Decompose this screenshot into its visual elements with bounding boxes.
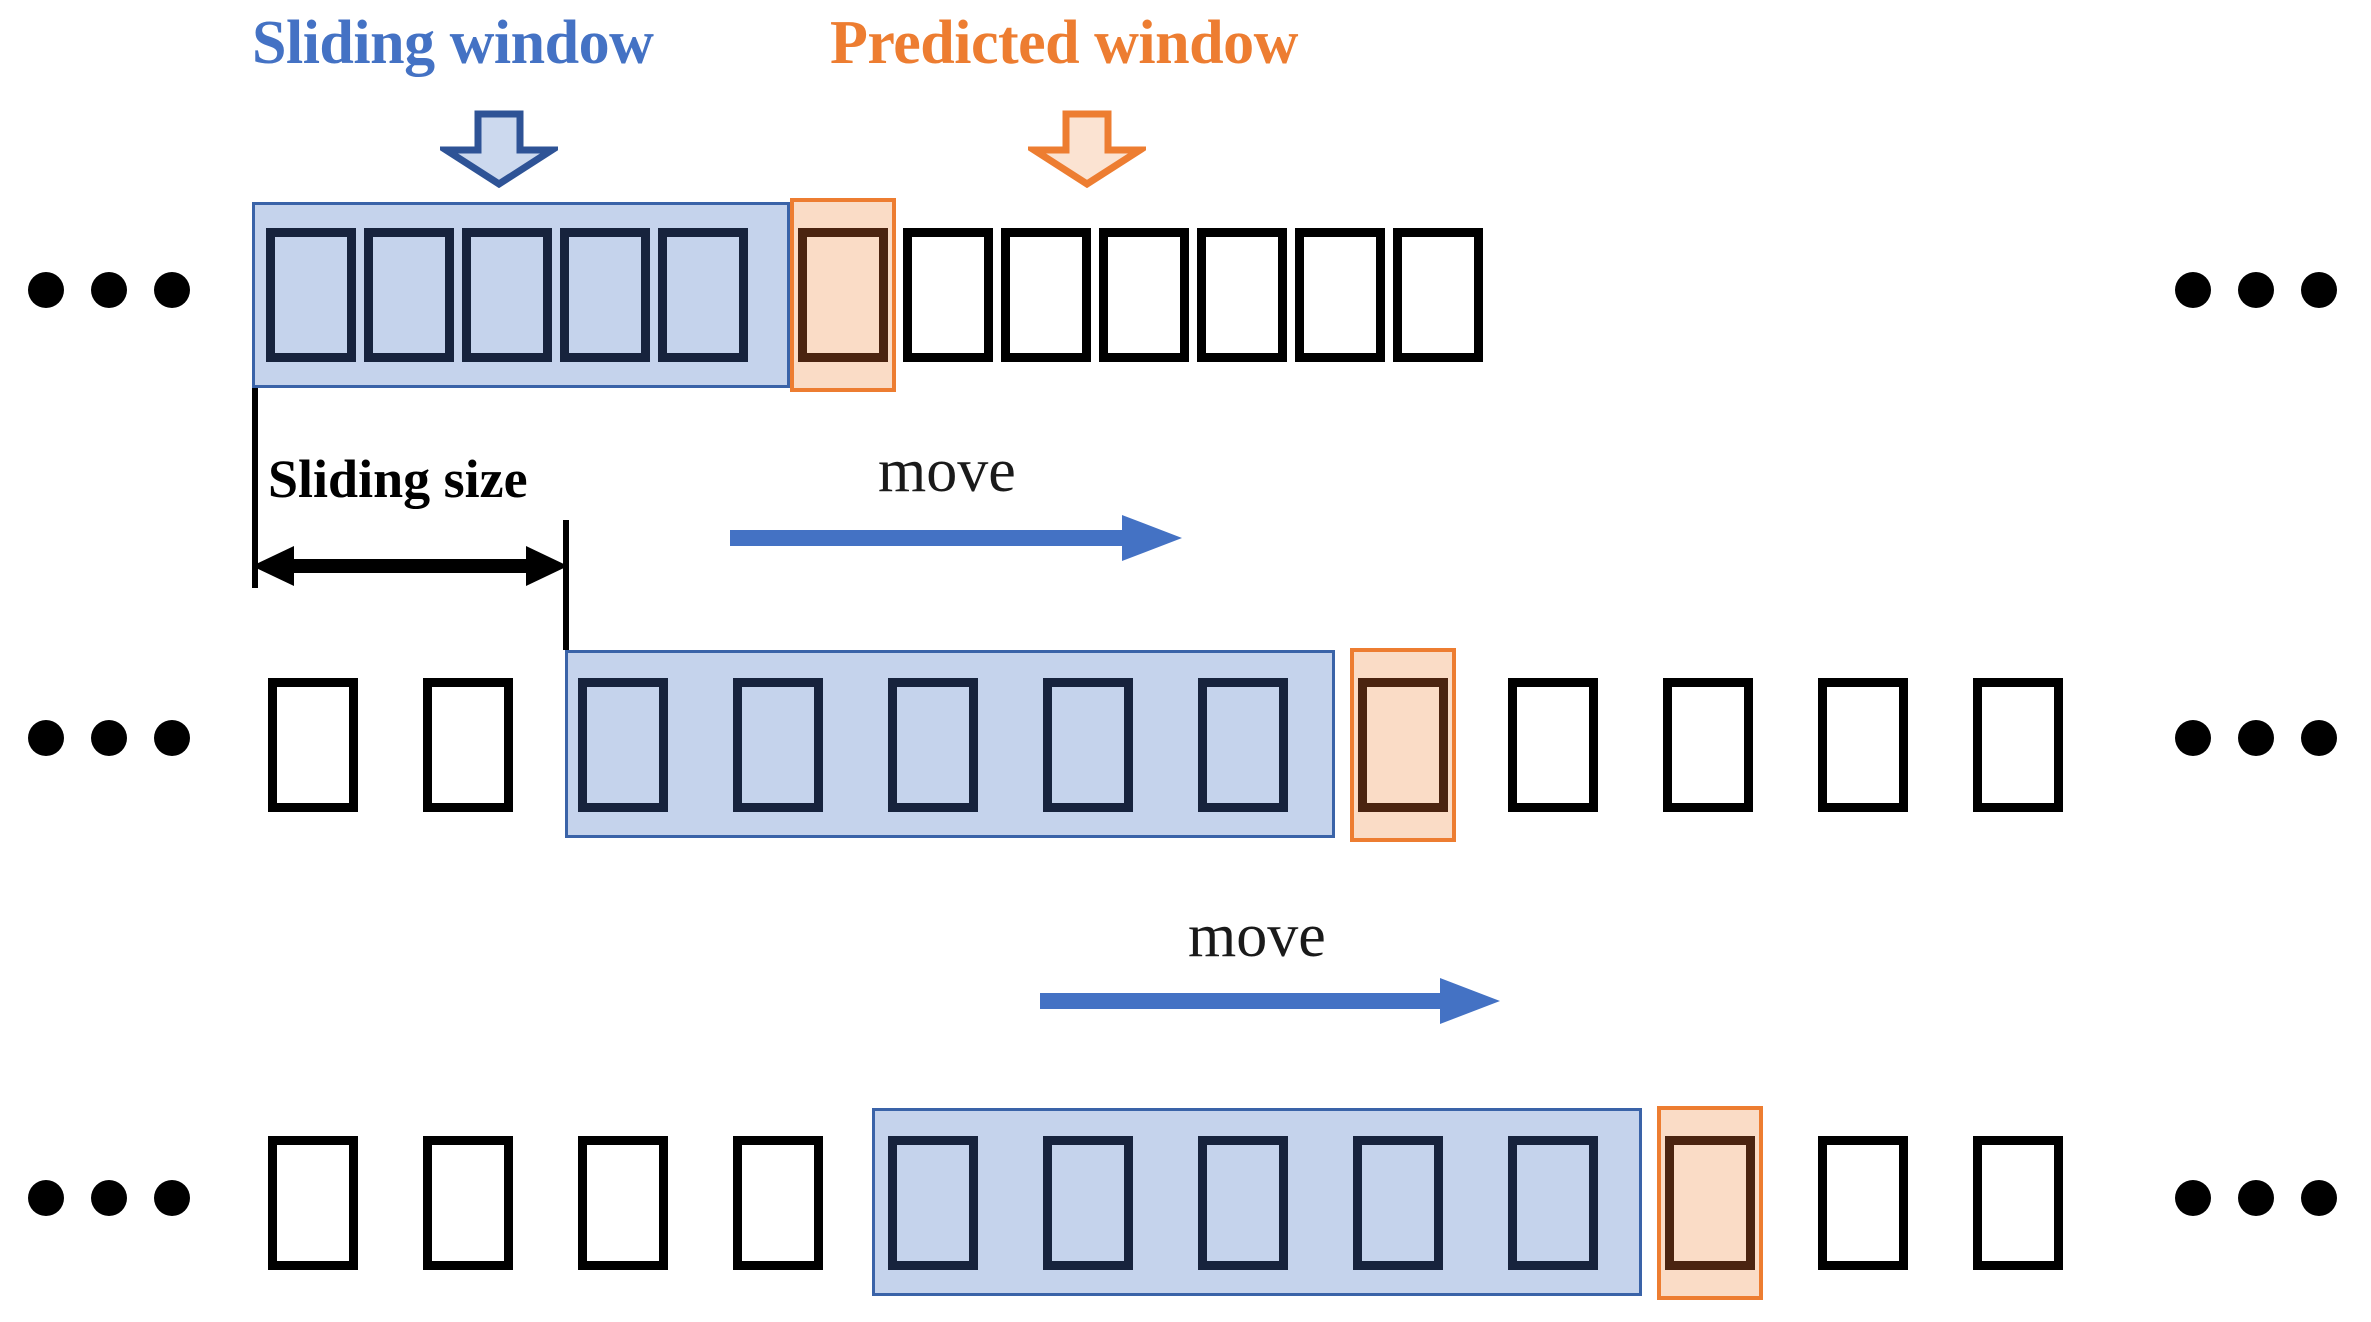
sliding-cell: [1198, 1136, 1288, 1270]
predicted-window-title: Predicted window: [830, 9, 1298, 77]
ellipsis-dots-icon-row2-right: [2175, 720, 2337, 756]
plain-cell: [268, 678, 358, 812]
sliding-cell: [888, 1136, 978, 1270]
dot: [2175, 1180, 2211, 1216]
double-headed-arrow-icon: [252, 544, 568, 588]
move-label-2: move: [1188, 902, 1326, 970]
sliding-window-title: Sliding window: [252, 9, 654, 77]
plain-cell: [1099, 228, 1189, 362]
predicted-cell: [1665, 1136, 1755, 1270]
dot: [2175, 720, 2211, 756]
sliding-cell: [888, 678, 978, 812]
plain-cell: [733, 1136, 823, 1270]
move-label-1: move: [878, 437, 1016, 505]
dot: [91, 272, 127, 308]
predicted-cell: [1358, 678, 1448, 812]
plain-cell: [1663, 678, 1753, 812]
plain-cell: [578, 1136, 668, 1270]
predicted-cell: [798, 228, 888, 362]
plain-cell: [1001, 228, 1091, 362]
dot: [154, 720, 190, 756]
sliding-cell: [578, 678, 668, 812]
right-arrow-icon-1: [730, 515, 1182, 561]
plain-cell: [268, 1136, 358, 1270]
ellipsis-dots-icon-row2-left: [28, 720, 190, 756]
down-block-arrow-icon-sliding: [440, 110, 558, 188]
dot: [2238, 272, 2274, 308]
plain-cell: [1973, 1136, 2063, 1270]
ellipsis-dots-icon-row1-left: [28, 272, 190, 308]
ellipsis-dots-icon-row3-right: [2175, 1180, 2337, 1216]
dot: [2175, 272, 2211, 308]
dot: [28, 1180, 64, 1216]
ellipsis-dots-icon-row1-right: [2175, 272, 2337, 308]
sliding-cell: [658, 228, 748, 362]
sliding-cell: [560, 228, 650, 362]
dot: [28, 272, 64, 308]
dot: [91, 1180, 127, 1216]
sliding-size-label: Sliding size: [268, 449, 528, 509]
down-block-arrow-icon-predicted: [1028, 110, 1146, 188]
dot: [91, 720, 127, 756]
plain-cell: [1197, 228, 1287, 362]
dot: [2301, 720, 2337, 756]
plain-cell: [1973, 678, 2063, 812]
plain-cell: [1508, 678, 1598, 812]
measure-guide-left: [252, 388, 258, 588]
dot: [28, 720, 64, 756]
sliding-cell: [1198, 678, 1288, 812]
plain-cell: [1393, 228, 1483, 362]
dot: [154, 1180, 190, 1216]
plain-cell: [1295, 228, 1385, 362]
dot: [2238, 1180, 2274, 1216]
sliding-cell: [266, 228, 356, 362]
sliding-cell: [1043, 678, 1133, 812]
dot: [2301, 272, 2337, 308]
dot: [154, 272, 190, 308]
dot: [2238, 720, 2274, 756]
measure-guide-right: [563, 520, 569, 650]
sliding-cell: [462, 228, 552, 362]
sliding-cell: [1353, 1136, 1443, 1270]
plain-cell: [1818, 678, 1908, 812]
plain-cell: [1818, 1136, 1908, 1270]
plain-cell: [903, 228, 993, 362]
sliding-cell: [1043, 1136, 1133, 1270]
ellipsis-dots-icon-row3-left: [28, 1180, 190, 1216]
plain-cell: [423, 1136, 513, 1270]
right-arrow-icon-2: [1040, 978, 1500, 1024]
dot: [2301, 1180, 2337, 1216]
sliding-cell: [364, 228, 454, 362]
sliding-cell: [1508, 1136, 1598, 1270]
plain-cell: [423, 678, 513, 812]
sliding-cell: [733, 678, 823, 812]
